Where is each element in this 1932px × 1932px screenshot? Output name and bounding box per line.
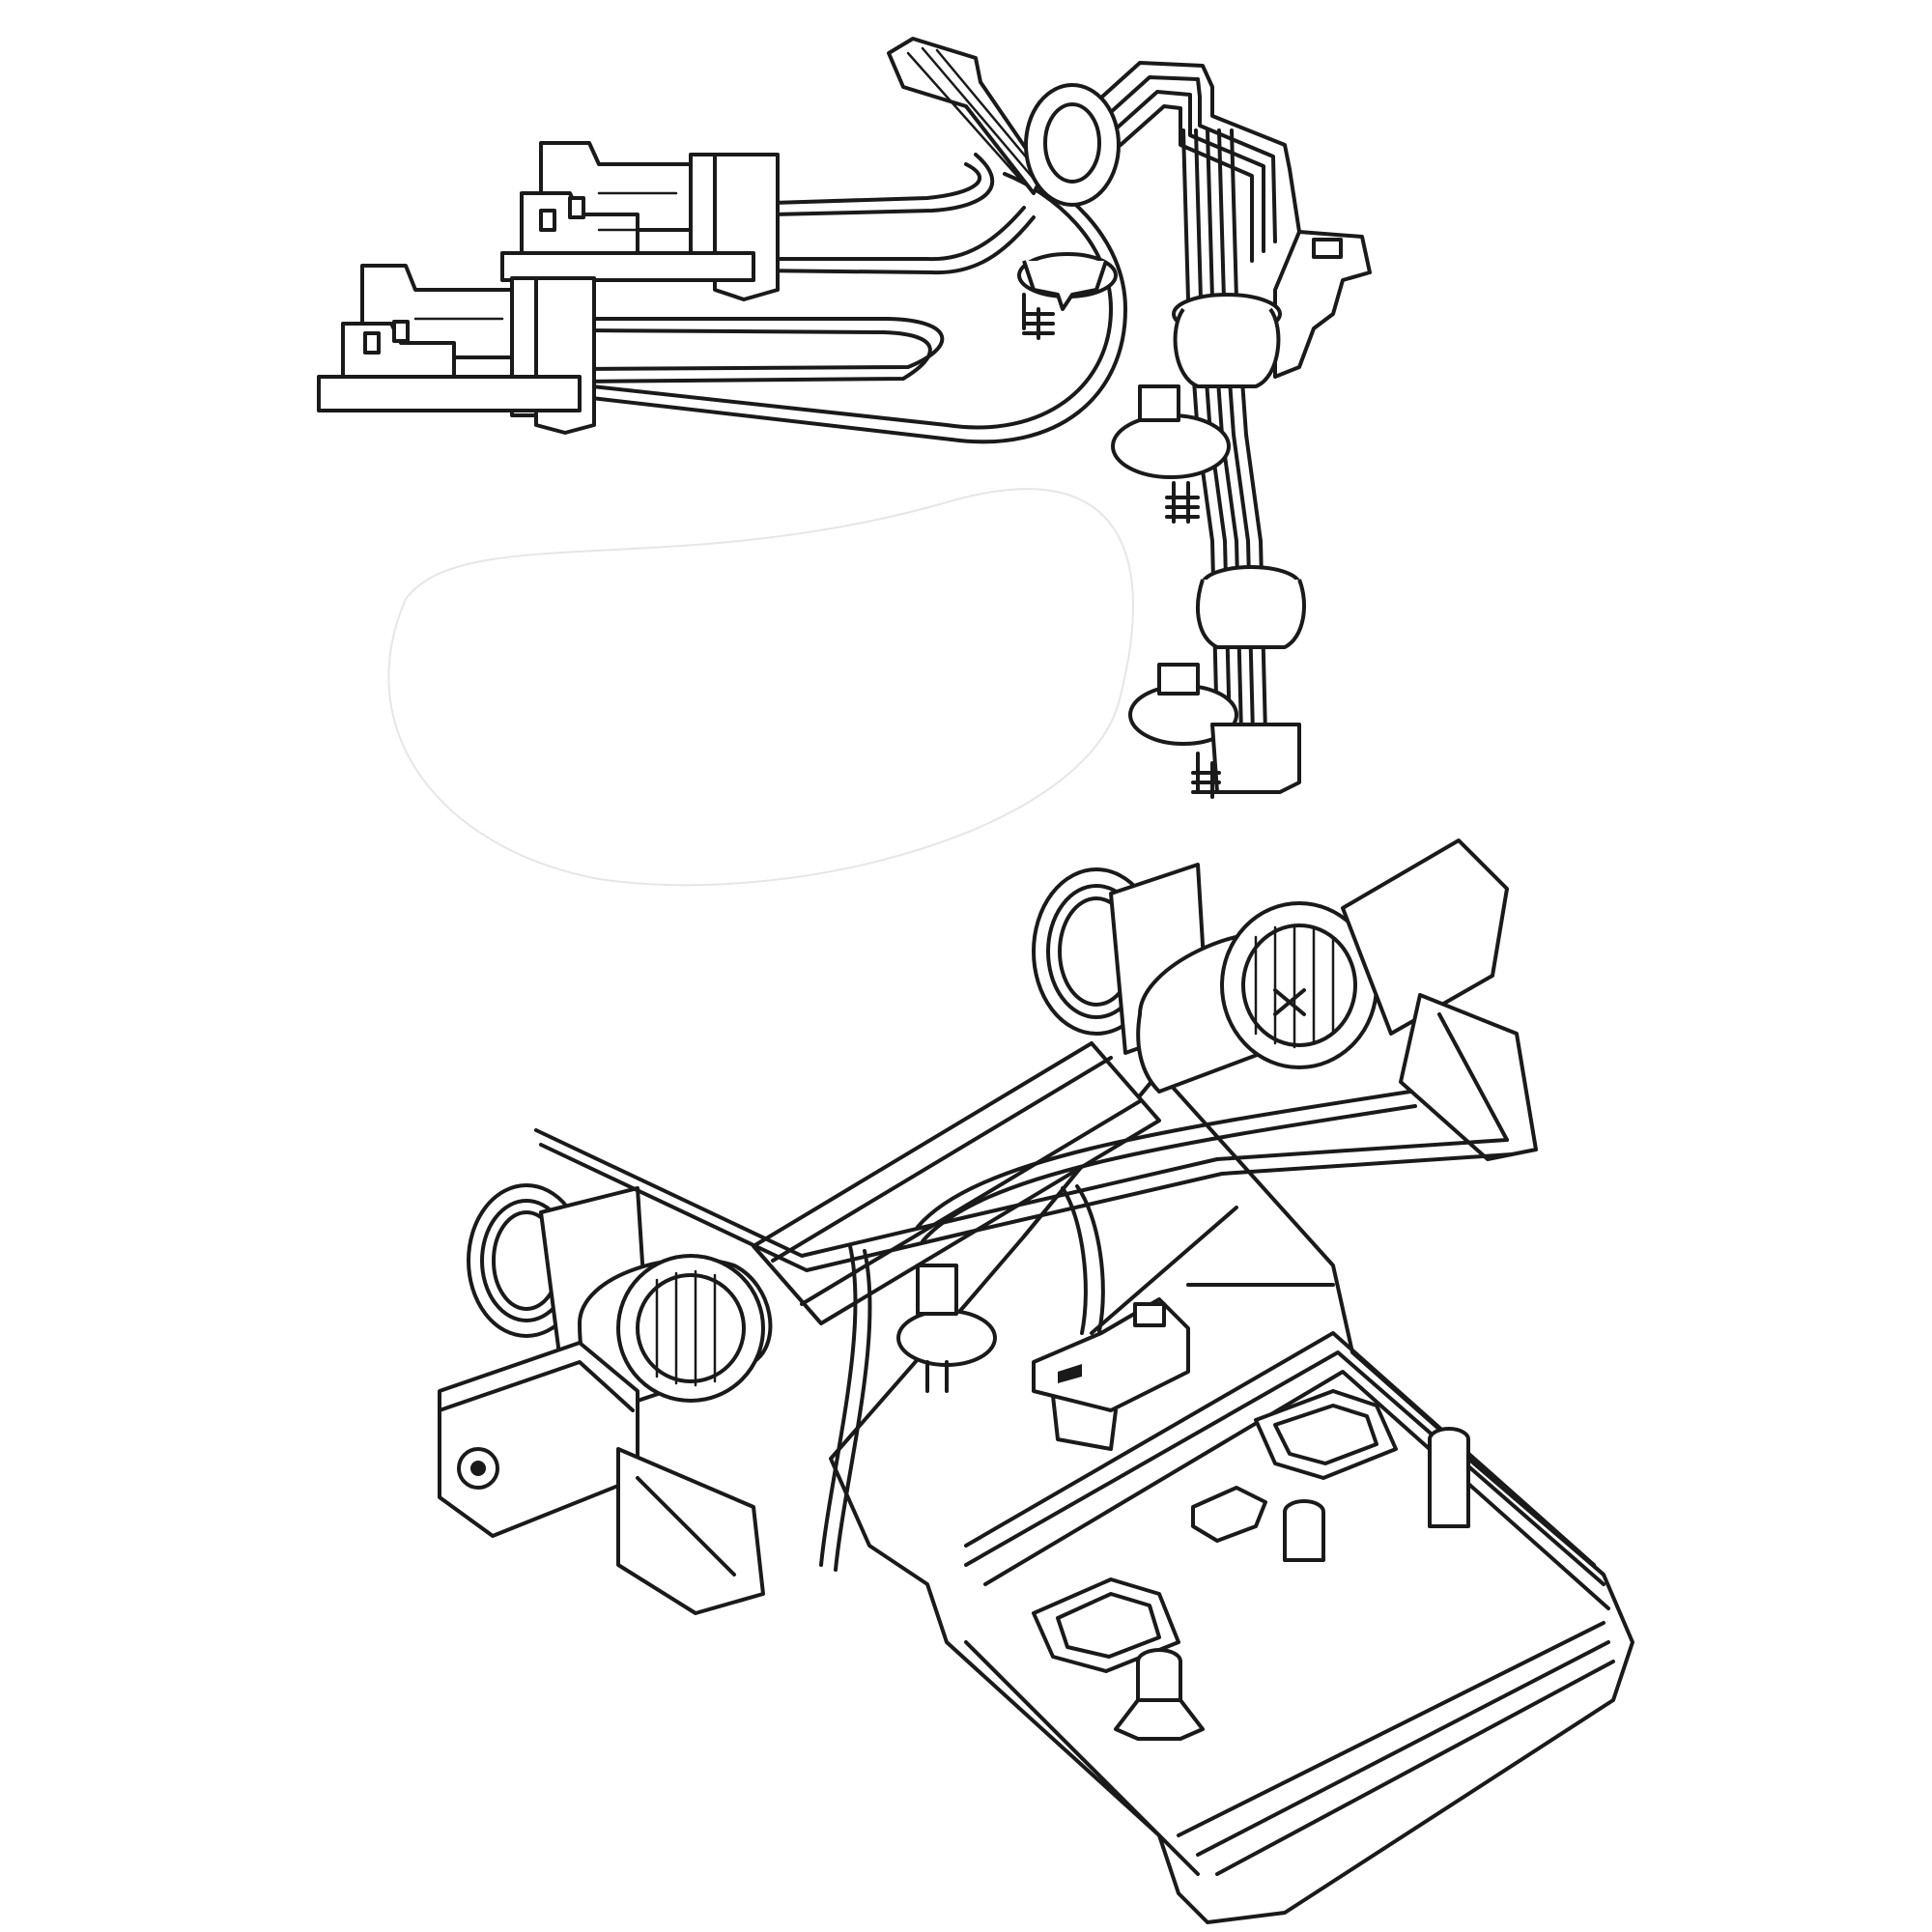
upper-valve-symbol (1273, 988, 1306, 1016)
clip-3-spring (1191, 771, 1221, 794)
valve-assembly (438, 838, 1634, 1924)
main-pipe (752, 1041, 1161, 1325)
wire-bundle-left (573, 153, 1127, 444)
wire-clip-3 (1128, 565, 1306, 799)
lower-valve-ribs (655, 1269, 717, 1387)
wire-harness (317, 37, 1372, 887)
clip-1-spring (1022, 312, 1055, 335)
lower-wires (534, 1090, 1514, 1572)
lower-valve (438, 1183, 773, 1615)
wire-clip-1 (1017, 83, 1121, 340)
upper-valve-ribs (1254, 923, 1335, 1049)
pipe-clip (896, 1264, 997, 1393)
connector-b (317, 264, 596, 435)
mounting-rail (1090, 61, 1372, 379)
tank-connector (1032, 1297, 1190, 1451)
clip-2-spring (1165, 496, 1200, 519)
wire-clip-2 (1111, 293, 1282, 524)
flat-cable-top (887, 37, 1045, 195)
connector-a (500, 141, 780, 301)
upper-valve (1032, 838, 1538, 1161)
tank-ports (1032, 1389, 1398, 1673)
tank-posts (1114, 1427, 1605, 1741)
ghost-outline (387, 488, 1134, 887)
